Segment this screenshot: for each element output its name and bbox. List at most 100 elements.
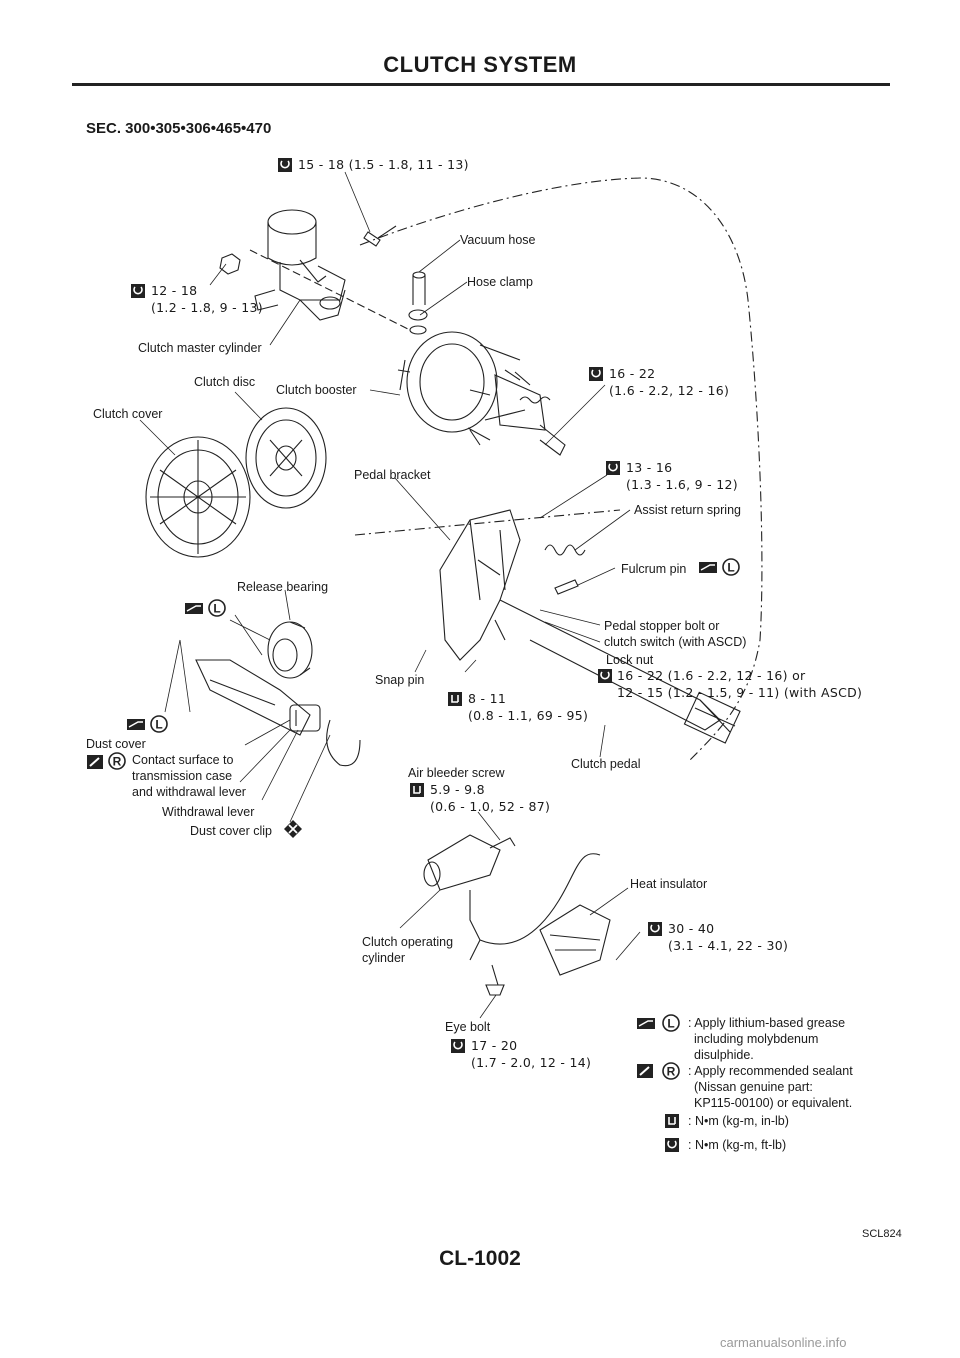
label-clutch-master-cylinder: Clutch master cylinder — [138, 341, 262, 355]
svg-text:R: R — [113, 755, 122, 769]
legend-unit-ftlb: : N•m (kg-m, ft-lb) — [688, 1138, 787, 1152]
torque-booster-a: 16 - 22 — [609, 366, 656, 381]
clutch-line-drawing — [479, 853, 601, 945]
torque-master-nut-a: 12 - 18 — [151, 283, 198, 298]
figure-id: SCL824 — [862, 1228, 902, 1240]
torque-master-bolt: 15 - 18 (1.5 - 1.8, 11 - 13) — [298, 157, 469, 172]
torque-locknut-a: 16 - 22 (1.6 - 2.2, 12 - 16) or — [617, 668, 806, 683]
torque-snap-b: (0.8 - 1.1, 69 - 95) — [468, 708, 589, 723]
legend-grease-b: including molybdenum — [694, 1032, 819, 1046]
label-fulcrum-pin: Fulcrum pin — [621, 562, 687, 576]
label-operating-cylinder-b: cylinder — [362, 951, 406, 965]
master-cylinder-drawing — [254, 209, 346, 321]
label-contact-surface-c: and withdrawal lever — [132, 785, 246, 799]
hose-clamp-drawing — [408, 309, 428, 335]
svg-text:R: R — [667, 1065, 676, 1079]
header-rule — [72, 83, 890, 86]
pipe-route-dashed-2 — [354, 509, 621, 536]
legend-sealant-c: KP115-00100) or equivalent. — [694, 1096, 853, 1110]
grease-symbol-L: L — [150, 715, 168, 733]
label-dust-cover: Dust cover — [86, 737, 146, 751]
label-operating-cylinder-a: Clutch operating — [362, 935, 454, 949]
label-clutch-disc: Clutch disc — [194, 375, 256, 389]
sealant-symbol-R: R — [108, 752, 126, 770]
master-bolt-drawing — [363, 225, 397, 247]
torque-insulator-b: (3.1 - 4.1, 22 - 30) — [668, 938, 789, 953]
legend-sealant-a: : Apply recommended sealant — [688, 1064, 853, 1078]
clutch-disc-drawing — [245, 407, 327, 509]
withdrawal-lever-drawing — [195, 659, 311, 736]
label-air-bleeder-screw: Air bleeder screw — [408, 766, 505, 780]
torque-wrench-ftlb-icon — [606, 461, 620, 475]
torque-insulator-a: 30 - 40 — [668, 921, 715, 936]
svg-text:L: L — [155, 718, 162, 732]
label-dust-cover-clip: Dust cover clip — [190, 824, 272, 838]
svg-text:L: L — [667, 1017, 674, 1031]
torque-wrench-inlb-icon — [448, 692, 462, 706]
clutch-booster-drawing — [397, 331, 566, 456]
grease-gun-icon — [637, 1018, 655, 1029]
grease-symbol-L: L — [722, 558, 740, 576]
dust-cover-drawing — [289, 704, 321, 732]
vacuum-hose-drawing — [412, 271, 426, 305]
torque-wrench-inlb-icon — [410, 783, 424, 797]
assist-spring-drawing — [544, 544, 586, 556]
label-heat-insulator: Heat insulator — [630, 877, 708, 891]
legend-sealant-b: (Nissan genuine part: — [694, 1080, 813, 1094]
heat-insulator-drawing — [539, 904, 611, 976]
section-code: SEC. 300•305•306•465•470 — [86, 120, 272, 137]
grease-symbol-L: L — [662, 1014, 680, 1032]
pedal-bracket-drawing — [439, 509, 741, 744]
sealant-tube-icon — [87, 755, 103, 769]
torque-locknut-b: 12 - 15 (1.2 - 1.5, 9 - 11) (with ASCD) — [617, 685, 863, 700]
label-hose-clamp: Hose clamp — [467, 275, 533, 289]
master-nut-drawing — [219, 253, 241, 275]
dust-cover-clip-drawing — [326, 719, 361, 767]
label-pedal-stopper-a: Pedal stopper bolt or — [604, 619, 720, 633]
label-snap-pin: Snap pin — [375, 673, 425, 687]
torque-bracket-a: 13 - 16 — [626, 460, 673, 475]
torque-snap-a: 8 - 11 — [468, 691, 507, 706]
fulcrum-pin-drawing — [554, 579, 579, 595]
operating-cylinder-drawing — [423, 834, 516, 961]
label-contact-surface-b: transmission case — [132, 769, 233, 783]
torque-booster-b: (1.6 - 2.2, 12 - 16) — [609, 383, 730, 398]
grease-gun-icon — [699, 562, 717, 573]
torque-wrench-ftlb-icon — [131, 284, 145, 298]
torque-wrench-ftlb-icon — [598, 669, 612, 683]
torque-wrench-ftlb-icon — [589, 367, 603, 381]
svg-text:L: L — [727, 561, 734, 575]
label-lock-nut: Lock nut — [606, 653, 654, 667]
label-eye-bolt: Eye bolt — [445, 1020, 491, 1034]
svg-text:L: L — [213, 602, 220, 616]
replace-part-icon — [284, 820, 302, 838]
page-title: CLUTCH SYSTEM — [383, 52, 577, 77]
torque-wrench-ftlb-icon — [665, 1138, 679, 1152]
torque-bleeder-a: 5.9 - 9.8 — [430, 782, 485, 797]
grease-gun-icon — [185, 603, 203, 614]
label-pedal-stopper-b: clutch switch (with ASCD) — [604, 635, 747, 649]
grease-gun-icon — [127, 719, 145, 730]
torque-bleeder-b: (0.6 - 1.0, 52 - 87) — [430, 799, 551, 814]
page-number: CL-1002 — [439, 1247, 521, 1270]
clutch-cover-drawing — [145, 436, 251, 558]
label-clutch-cover: Clutch cover — [93, 407, 163, 421]
label-pedal-bracket: Pedal bracket — [354, 468, 431, 482]
legend-grease-a: : Apply lithium-based grease — [688, 1016, 846, 1030]
pipe-route-dashed-3 — [249, 249, 411, 331]
grease-symbol-L: L — [208, 599, 226, 617]
sealant-symbol-R: R — [662, 1062, 680, 1080]
torque-bracket-b: (1.3 - 1.6, 9 - 12) — [626, 477, 738, 492]
label-contact-surface-a: Contact surface to — [132, 753, 234, 767]
leader-lines — [139, 171, 641, 1019]
release-bearing-drawing — [267, 621, 313, 679]
label-clutch-pedal: Clutch pedal — [571, 757, 641, 771]
label-withdrawal-lever: Withdrawal lever — [162, 805, 255, 819]
legend-grease-c: disulphide. — [694, 1048, 754, 1062]
label-assist-return-spring: Assist return spring — [634, 503, 741, 517]
torque-master-nut-b: (1.2 - 1.8, 9 - 13) — [151, 300, 263, 315]
label-release-bearing: Release bearing — [237, 580, 329, 594]
torque-eyebolt-b: (1.7 - 2.0, 12 - 14) — [471, 1055, 592, 1070]
eye-bolt-drawing — [485, 964, 505, 996]
